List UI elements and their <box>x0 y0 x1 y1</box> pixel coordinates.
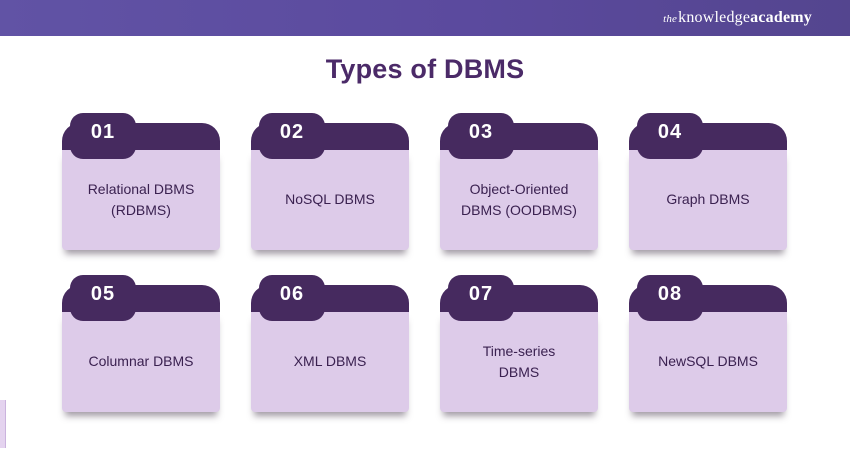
dbms-type-card: 03 Object-Oriented DBMS (OODBMS) <box>440 113 598 250</box>
dbms-type-card: 08 NewSQL DBMS <box>629 275 787 412</box>
card-number-tab: 07 <box>448 275 514 321</box>
card-label: Columnar DBMS <box>88 353 194 370</box>
card-number-tab: 05 <box>70 275 136 321</box>
card-number: 03 <box>468 120 494 143</box>
card-label: NewSQL DBMS <box>658 353 758 370</box>
dbms-type-card: 07 Time-series DBMS <box>440 275 598 412</box>
card-number-tab: 02 <box>259 113 325 159</box>
card-body: Graph DBMS <box>629 149 787 250</box>
dbms-type-card: 05 Columnar DBMS <box>62 275 220 412</box>
page-title: Types of DBMS <box>325 54 525 84</box>
card-label: Graph DBMS <box>666 191 750 208</box>
card-body: NoSQL DBMS <box>251 149 409 250</box>
card-body: Time-series DBMS <box>440 311 598 412</box>
dbms-type-card: 02 NoSQL DBMS <box>251 113 409 250</box>
card-number-tab: 06 <box>259 275 325 321</box>
card-body: Columnar DBMS <box>62 311 220 412</box>
card-body: XML DBMS <box>251 311 409 412</box>
logo-academy: academy <box>750 9 812 26</box>
card-number-tab: 03 <box>448 113 514 159</box>
card-number: 05 <box>90 282 116 305</box>
clipped-card-edge-decoration <box>0 400 6 448</box>
card-number: 04 <box>657 120 683 143</box>
logo-the: the <box>663 13 678 25</box>
card-body: Object-Oriented DBMS (OODBMS) <box>440 149 598 250</box>
card-number: 06 <box>279 282 305 305</box>
card-number-tab: 08 <box>637 275 703 321</box>
dbms-type-card: 01 Relational DBMS (RDBMS) <box>62 113 220 250</box>
card-number: 08 <box>657 282 683 305</box>
card-label: Object-Oriented DBMS (OODBMS) <box>461 181 577 218</box>
card-number: 02 <box>279 120 305 143</box>
dbms-type-card: 06 XML DBMS <box>251 275 409 412</box>
card-body: Relational DBMS (RDBMS) <box>62 149 220 250</box>
card-number: 07 <box>468 282 494 305</box>
card-number: 01 <box>90 120 116 143</box>
card-label: Time-series DBMS <box>482 343 556 380</box>
dbms-type-card: 04 Graph DBMS <box>629 113 787 250</box>
logo-knowledge: knowledge <box>678 9 751 26</box>
card-label: NoSQL DBMS <box>285 191 375 208</box>
card-label: Relational DBMS (RDBMS) <box>87 181 195 218</box>
card-body: NewSQL DBMS <box>629 311 787 412</box>
card-number-tab: 04 <box>637 113 703 159</box>
card-label: XML DBMS <box>293 353 367 370</box>
dbms-cards-grid: 01 Relational DBMS (RDBMS) 02 NoSQL DBMS… <box>62 113 787 412</box>
card-number-tab: 01 <box>70 113 136 159</box>
